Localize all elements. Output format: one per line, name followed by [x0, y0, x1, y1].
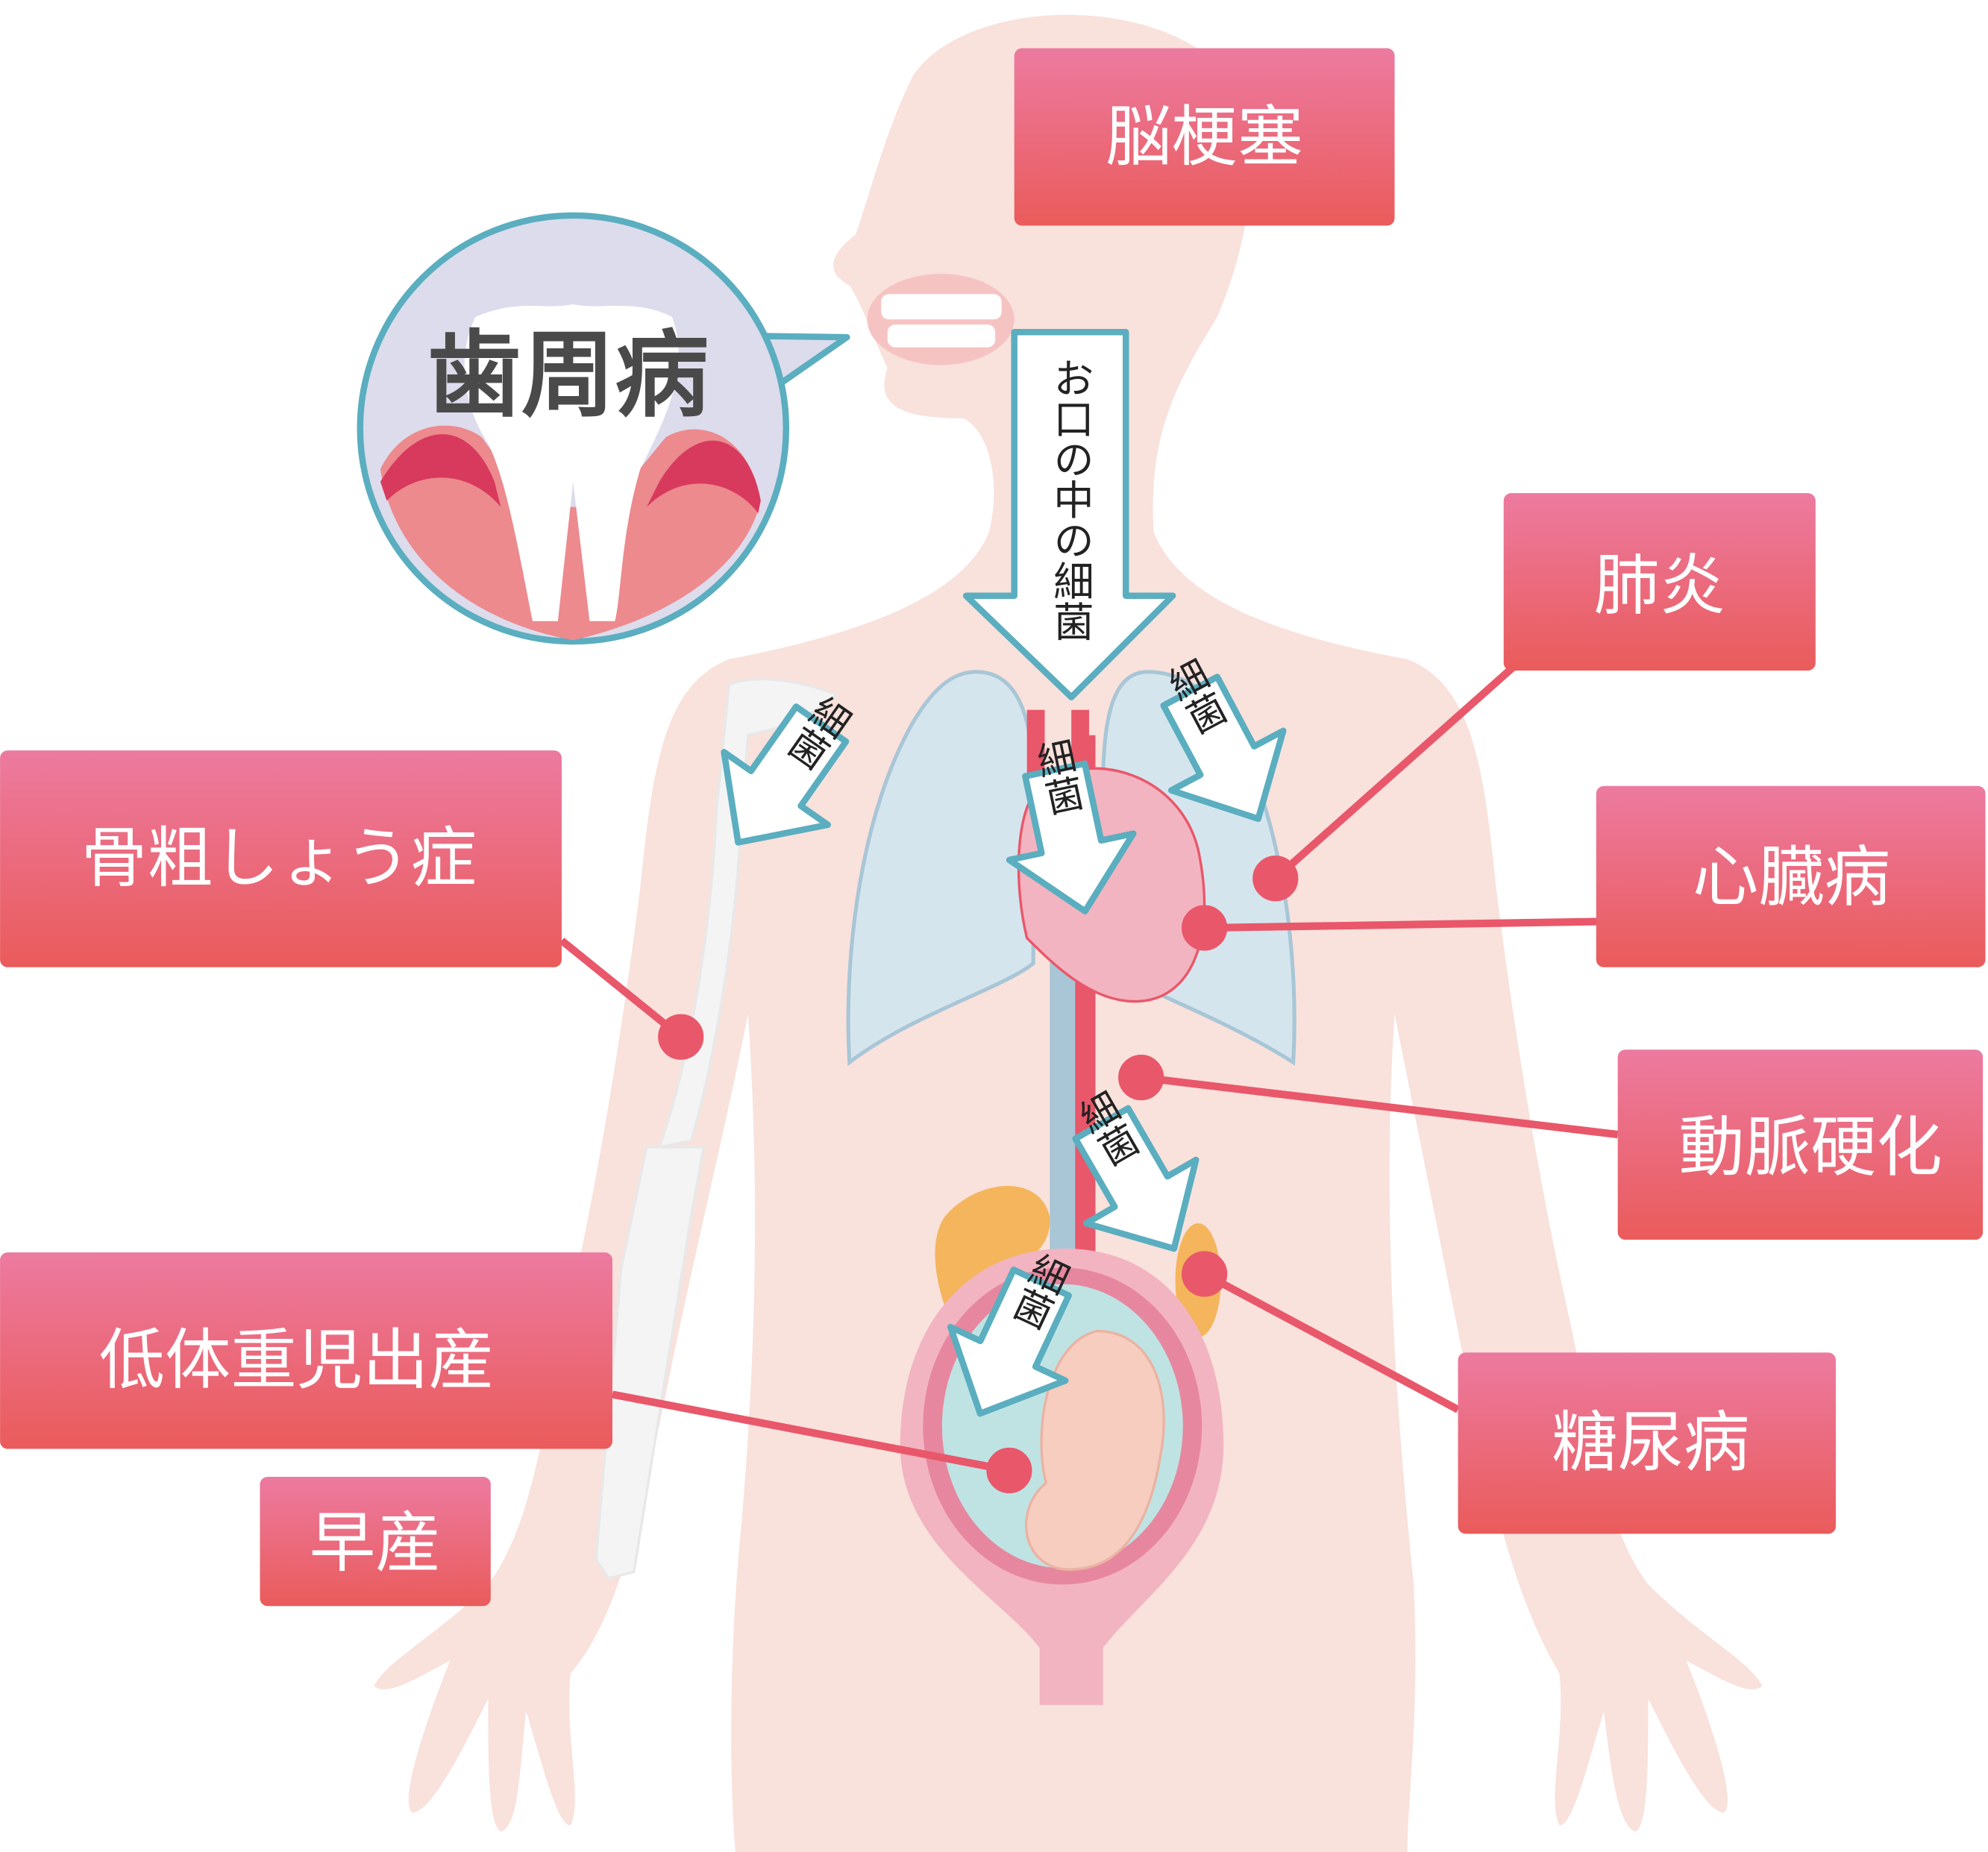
- svg-text:糖尿病: 糖尿病: [1552, 1404, 1749, 1481]
- mouth-bacteria-label: お口の中の細菌: [1047, 357, 1094, 641]
- label-diabetes: 糖尿病: [1458, 1352, 1836, 1534]
- periodontal-disease-label: 歯周病: [427, 321, 709, 430]
- svg-text:動脈硬化: 動脈硬化: [1678, 1109, 1942, 1186]
- label-arteriosclerosis: 動脈硬化: [1617, 1049, 1984, 1240]
- svg-text:脳梗塞: 脳梗塞: [1106, 98, 1303, 175]
- teeth-icon: [867, 274, 1015, 365]
- label-osteoporosis: 骨粗しょう症: [0, 750, 562, 967]
- svg-text:肺炎: 肺炎: [1593, 547, 1725, 624]
- svg-text:早産: 早産: [310, 1504, 442, 1581]
- label-stroke: 脳梗塞: [1014, 48, 1395, 226]
- label-pneumonia: 肺炎: [1503, 493, 1816, 671]
- arm-bone: [595, 677, 840, 1580]
- svg-text:心臓病: 心臓病: [1693, 839, 1890, 916]
- label-low-birth-weight: 低体重児出産: [0, 1252, 612, 1449]
- label-heart-disease: 心臓病: [1596, 785, 1986, 967]
- periodontal-bubble: 歯周病: [357, 212, 850, 645]
- svg-text:低体重児出産: 低体重児出産: [99, 1322, 495, 1399]
- connector-lines: [559, 662, 1619, 1494]
- svg-text:骨粗しょう症: 骨粗しょう症: [81, 820, 477, 897]
- label-premature-birth: 早産: [260, 1476, 491, 1607]
- organ: [935, 1186, 1050, 1306]
- mouth-bacteria-arrow: お口の中の細菌: [962, 329, 1176, 700]
